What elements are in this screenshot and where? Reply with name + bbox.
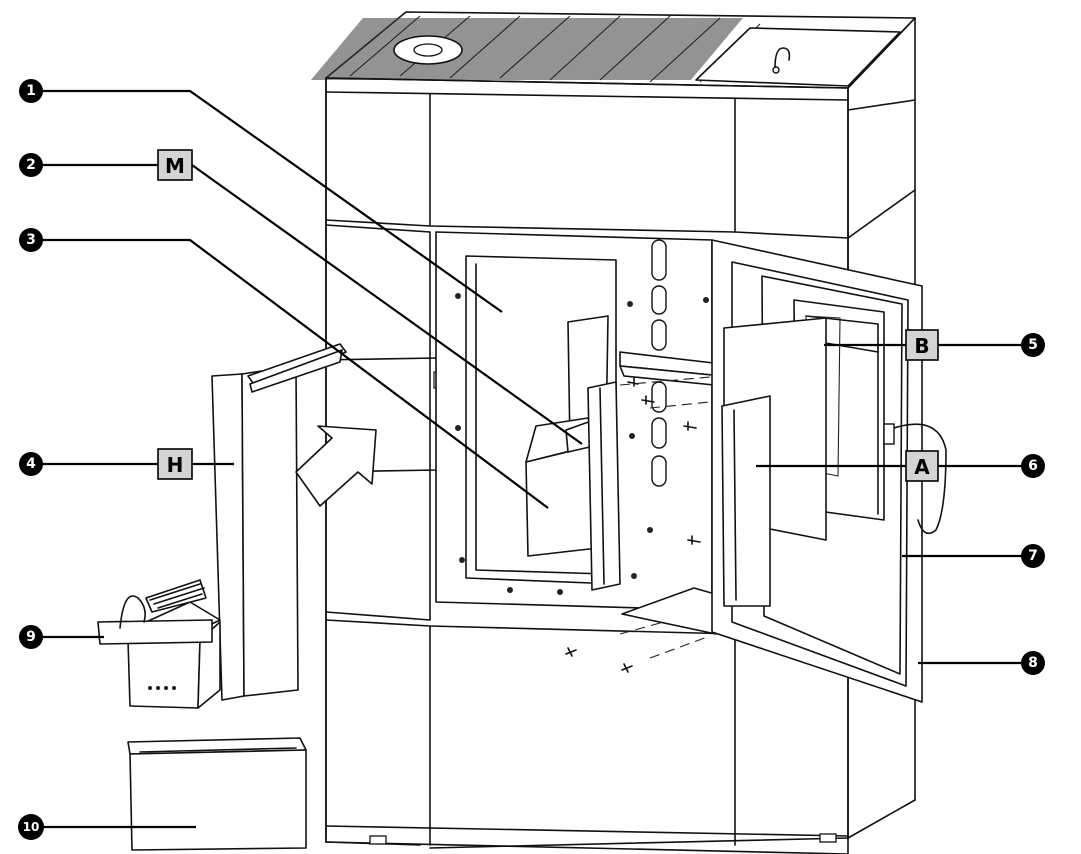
top-grill-mesh [349,15,761,83]
door-handle [887,423,947,535]
callout-9: 9 [19,625,43,649]
part-9-burn-pot [97,579,221,709]
letter-box-b: B [905,329,939,361]
pot-holes [148,686,176,690]
callout-4-number: 4 [26,456,36,472]
stove-body [310,11,916,854]
top-grill [310,18,743,80]
callout-2-number: 2 [26,157,36,173]
letter-box-m: M [157,149,193,181]
callout-9-number: 9 [26,629,36,645]
callout-3-number: 3 [26,232,36,248]
center-plate [565,351,725,673]
callout-5: 5 [1021,333,1045,357]
callout-5-number: 5 [1028,337,1038,353]
callout-7-number: 7 [1028,548,1038,564]
hopper-lid [695,27,901,87]
callout-7: 7 [1021,544,1045,568]
callout-2: 2 [19,153,43,177]
callout-6: 6 [1021,454,1045,478]
letter-b-label: B [914,334,929,358]
leader-lines [41,89,1023,829]
letter-box-h: H [157,448,193,480]
callout-8-number: 8 [1028,655,1038,671]
air-slots [651,239,667,487]
callout-3: 3 [19,228,43,252]
part-3-brick [525,417,601,557]
letter-m-label: M [165,154,185,178]
letter-h-label: H [167,453,184,477]
callout-10-number: 10 [23,820,40,834]
callout-4: 4 [19,452,43,476]
callout-6-number: 6 [1028,458,1038,474]
letter-a-label: A [914,455,930,479]
callout-10: 10 [18,814,44,840]
part-10-ash-drawer [127,737,307,851]
callout-1-number: 1 [26,83,36,99]
callout-8: 8 [1021,651,1045,675]
firebox-screws [455,293,709,595]
insertion-arrow [295,425,377,507]
part-m-bracket [587,381,621,591]
callout-1: 1 [19,79,43,103]
letter-box-a: A [905,450,939,482]
part-a-plate [721,395,771,607]
part-h-cover [211,343,347,701]
